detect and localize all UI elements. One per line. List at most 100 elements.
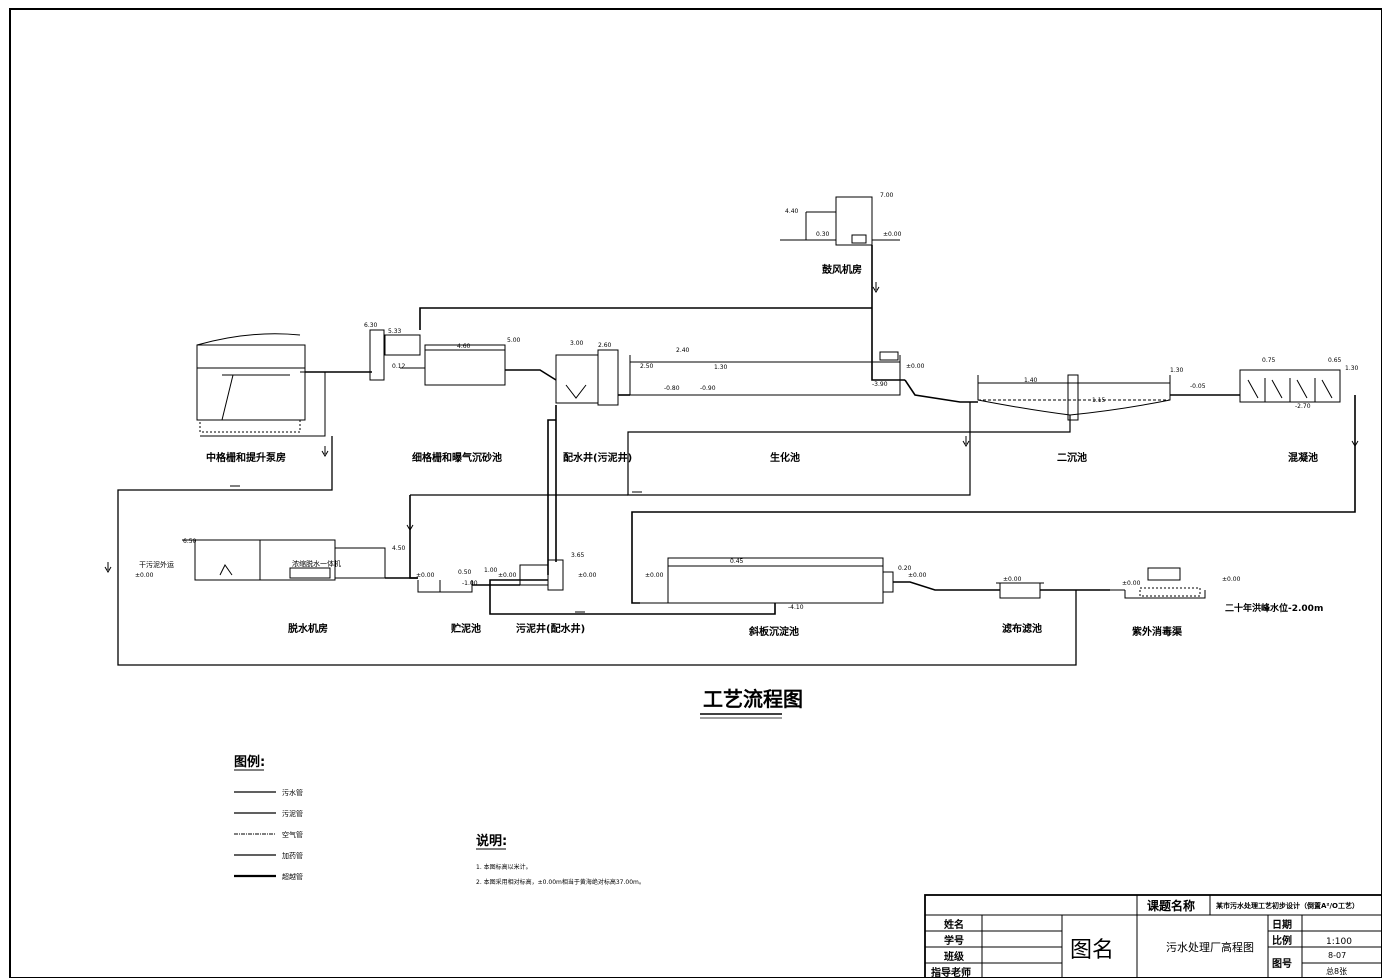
svg-text:1.30: 1.30 [1170, 367, 1184, 374]
svg-text:±0.00: ±0.00 [906, 363, 925, 370]
uv-channel [1110, 567, 1206, 599]
svg-text:0.20: 0.20 [898, 565, 912, 572]
pipes [117, 245, 1356, 666]
svg-text:0.12: 0.12 [392, 363, 406, 370]
svg-text:0.50: 0.50 [458, 569, 472, 576]
svg-text:0.30: 0.30 [816, 231, 830, 238]
project-value: 某市污水处理工艺初步设计（倒置A²/O工艺） [1215, 901, 1359, 910]
unit-labels: 鼓风机房 中格栅和提升泵房 细格栅和曝气沉砂池 配水井(污泥井) 生化池 二沉池… [206, 263, 1318, 638]
label-clarifier: 二沉池 [1057, 451, 1087, 464]
svg-text:±0.00: ±0.00 [883, 231, 902, 238]
label-coag: 混凝池 [1288, 451, 1318, 464]
main-title: 工艺流程图 [703, 687, 803, 711]
scale-value: 1:100 [1326, 937, 1352, 947]
label-grit: 细格栅和曝气沉砂池 [412, 451, 502, 464]
svg-text:-0.05: -0.05 [1190, 383, 1206, 390]
svg-text:5.00: 5.00 [507, 337, 521, 344]
svg-text:3.65: 3.65 [571, 552, 585, 559]
label-sludge-out: 干污泥外运 [139, 560, 174, 569]
svg-text:±0.00: ±0.00 [135, 572, 154, 579]
svg-text:±0.00: ±0.00 [645, 572, 664, 579]
flow-arrows [104, 282, 1359, 613]
svg-text:6.30: 6.30 [364, 322, 378, 329]
legend-air: 空气管 [282, 830, 303, 839]
svg-text:4.40: 4.40 [785, 208, 799, 215]
svg-text:4.60: 4.60 [457, 343, 471, 350]
label-incline: 斜板沉淀池 [748, 625, 799, 638]
svg-text:0.45: 0.45 [730, 558, 744, 565]
svg-text:1.30: 1.30 [1345, 365, 1359, 372]
svg-text:1.30: 1.30 [714, 364, 728, 371]
name-label: 姓名 [943, 918, 964, 931]
legend-sewage: 污水管 [282, 788, 303, 797]
project-label: 课题名称 [1147, 898, 1195, 913]
svg-text:7.00: 7.00 [880, 192, 894, 199]
svg-text:-0.80: -0.80 [664, 385, 680, 392]
label-blower: 鼓风机房 [822, 263, 862, 276]
total-value: 总8张 [1326, 966, 1347, 976]
svg-text:±0.00: ±0.00 [416, 572, 435, 579]
sludge-storage [417, 580, 473, 593]
label-flood: 二十年洪峰水位-2.00m [1225, 602, 1323, 614]
notes-line-2: 2. 本图采用相对标高，±0.00m相当于黄海绝对标高37.00m。 [476, 878, 645, 886]
svg-text:1.40: 1.40 [1024, 377, 1038, 384]
elevation-marks: 7.00 4.40 0.30 ±0.00 6.30 5.33 5.00 4.60… [135, 192, 1359, 611]
svg-text:0.75: 0.75 [1262, 357, 1276, 364]
scale-label: 比例 [1272, 934, 1292, 947]
svg-text:±0.00: ±0.00 [1122, 580, 1141, 587]
id-label: 学号 [944, 934, 964, 947]
svg-text:5.33: 5.33 [388, 328, 402, 335]
label-dewater: 脱水机房 [288, 622, 328, 635]
svg-text:±0.00: ±0.00 [578, 572, 597, 579]
label-dist-well: 配水井(污泥井) [563, 451, 632, 464]
drawing-value: 污水处理厂高程图 [1166, 940, 1254, 954]
lift-pump-house [196, 333, 326, 437]
notes: 说明: 1. 本图标高以米计。 2. 本图采用相对标高，±0.00m相当于黄海绝… [476, 833, 645, 886]
label-storage: 贮泥池 [450, 622, 481, 635]
legend-title: 图例: [234, 754, 265, 770]
svg-text:-1.00: -1.00 [462, 580, 478, 587]
cloth-filter [996, 582, 1044, 599]
svg-text:2.60: 2.60 [598, 342, 612, 349]
drawing-frame [9, 8, 1382, 978]
svg-text:±0.00: ±0.00 [908, 572, 927, 579]
label-lift-pump: 中格栅和提升泵房 [206, 451, 286, 464]
svg-text:1.15: 1.15 [1092, 397, 1106, 404]
coag-tank [1239, 369, 1341, 403]
svg-text:-0.90: -0.90 [700, 385, 716, 392]
class-label: 班级 [944, 950, 965, 963]
inclined-tank [640, 557, 894, 604]
date-label: 日期 [1272, 918, 1292, 931]
label-sludge-well: 污泥井(配水井) [516, 622, 585, 635]
label-filter: 滤布滤池 [1002, 622, 1042, 635]
svg-text:2.40: 2.40 [676, 347, 690, 354]
svg-text:±0.00: ±0.00 [1222, 576, 1241, 583]
advisor-label: 指导老师 [931, 966, 971, 978]
title-block: 课题名称 某市污水处理工艺初步设计（倒置A²/O工艺） 姓名 学号 班级 指导老… [924, 894, 1382, 978]
svg-text:2.50: 2.50 [640, 363, 654, 370]
legend-bypass: 超越管 [282, 872, 303, 881]
bio-tank [629, 351, 901, 396]
grit-chamber [369, 329, 506, 386]
structures [182, 196, 1341, 604]
legend: 图例: 污水管 污泥管 空气管 加药管 超越管 [234, 754, 303, 881]
svg-text:3.00: 3.00 [570, 340, 584, 347]
svg-text:4.50: 4.50 [392, 545, 406, 552]
number-value: 8-07 [1328, 951, 1346, 960]
label-dewater-unit: 浓缩脱水一体机 [292, 559, 341, 568]
dewater-house [182, 539, 386, 581]
clarifier [977, 374, 1171, 421]
svg-text:6.50: 6.50 [183, 538, 197, 545]
svg-text:±0.00: ±0.00 [498, 572, 517, 579]
distribution-well-1 [555, 349, 619, 406]
notes-line-1: 1. 本图标高以米计。 [476, 863, 532, 871]
svg-text:-2.70: -2.70 [1295, 403, 1311, 410]
sludge-well [519, 559, 564, 591]
svg-text:0.65: 0.65 [1328, 357, 1342, 364]
svg-text:-4.10: -4.10 [788, 604, 804, 611]
label-bio: 生化池 [770, 451, 800, 464]
inner-labels: 干污泥外运 浓缩脱水一体机 二十年洪峰水位-2.00m [139, 559, 1323, 614]
drawing-label: 图名 [1070, 938, 1114, 963]
label-uv: 紫外消毒渠 [1132, 625, 1183, 638]
